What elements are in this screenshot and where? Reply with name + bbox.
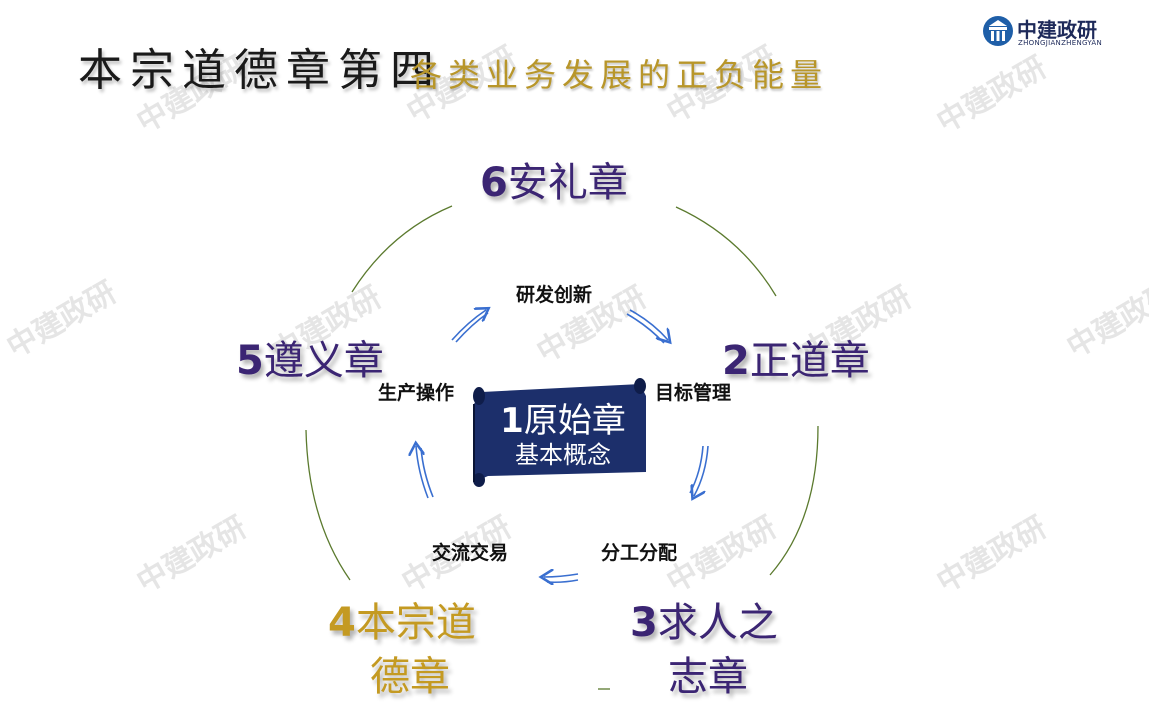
- chapter-number: 6: [480, 160, 508, 206]
- chapter-5: 5遵义章: [236, 328, 384, 386]
- chapter-name: 安礼章: [507, 160, 628, 206]
- ring-arc-right: [769, 425, 819, 576]
- chapter-name: 正道章: [749, 338, 870, 384]
- arrow-exchange-to-production: [416, 446, 434, 499]
- label-target: 目标管理: [655, 382, 732, 404]
- chapter-3-line2: 志章: [668, 654, 748, 700]
- chapter-4: 4本宗道: [328, 590, 476, 648]
- chapter-6: 6安礼章: [480, 150, 628, 208]
- chapter-number: 2: [722, 338, 750, 384]
- center-chapter-title: 1原始章: [478, 393, 648, 442]
- ring-arc-top-right: [675, 206, 777, 297]
- title-dash: –: [398, 40, 418, 86]
- ring-arc-left: [305, 429, 351, 581]
- chapter-number: 4: [328, 600, 356, 646]
- page-title: 本宗道德章第四: [78, 45, 442, 96]
- logo-pinyin: ZHONGJIANZHENGYAN: [1018, 39, 1103, 47]
- ring-arc-top-left: [351, 205, 453, 293]
- company-logo: 中建政研 ZHONGJIANZHENGYAN: [983, 14, 1103, 50]
- label-production: 生产操作: [378, 382, 455, 404]
- center-chapter-subtitle: 基本概念: [515, 441, 611, 469]
- chapter-number: 3: [630, 600, 658, 646]
- label-division: 分工分配: [601, 542, 678, 564]
- page-subtitle: 各类业务发展的正负能量: [410, 56, 829, 94]
- arrow-division-to-exchange: [544, 574, 579, 582]
- label-exchange: 交流交易: [432, 542, 509, 564]
- center-scroll: [473, 378, 646, 487]
- chapter-3: 3求人之: [630, 590, 778, 648]
- chapter-name: 遵义章: [263, 338, 384, 384]
- logo-emblem-icon: [983, 16, 1013, 46]
- chapter-4-line2: 德章: [370, 654, 450, 700]
- chapter-2: 2正道章: [722, 328, 870, 386]
- label-research: 研发创新: [516, 284, 593, 306]
- chapter-name-line1: 本宗道: [355, 600, 476, 646]
- chapter-name-line1: 求人之: [657, 600, 778, 646]
- arrow-production-to-research: [451, 310, 488, 343]
- chapter-number: 5: [236, 338, 264, 384]
- logo-name: 中建政研: [1017, 18, 1097, 42]
- arrow-target-to-division: [689, 445, 709, 496]
- center-chapter-name: 原始章: [523, 401, 626, 441]
- arrow-research-to-target: [626, 309, 668, 343]
- center-chapter-number: 1: [500, 401, 524, 441]
